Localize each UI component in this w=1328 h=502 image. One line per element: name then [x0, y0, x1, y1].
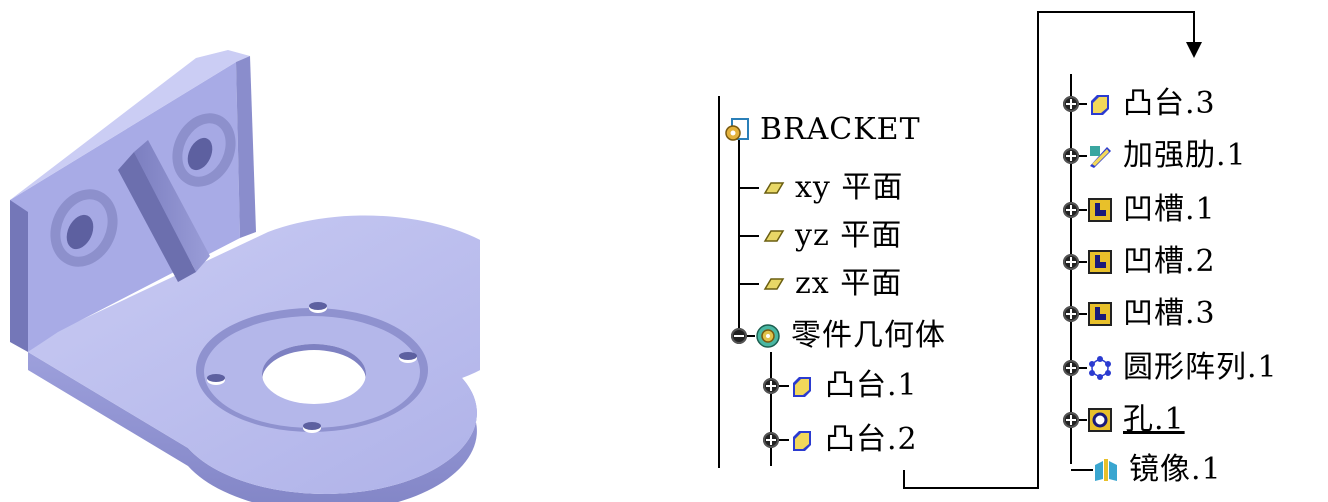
tree-connector	[1079, 313, 1087, 315]
tree-connector	[779, 439, 789, 441]
expand-toggle[interactable]	[1063, 412, 1079, 428]
tree-connector	[1079, 155, 1087, 157]
tree-item-feature[interactable]: 圆形阵列.1	[1063, 350, 1278, 386]
tree-root-label: BRACKET	[760, 112, 921, 147]
tree-item-feature[interactable]: 镜像.1	[1071, 452, 1222, 488]
tree-connector	[1079, 103, 1087, 105]
part-body-icon	[756, 324, 780, 348]
pocket-icon	[1088, 302, 1112, 326]
tree-item-feature[interactable]: 加强肋.1	[1063, 138, 1247, 174]
expand-toggle[interactable]	[1063, 306, 1079, 322]
pad-icon	[793, 431, 811, 451]
pad-icon	[793, 377, 811, 397]
tree-item-label: 孔.1	[1123, 402, 1185, 437]
mirror-icon	[1095, 459, 1117, 481]
expand-toggle[interactable]	[763, 378, 779, 394]
tree-item-label: 圆形阵列.1	[1123, 350, 1278, 385]
tree-connector	[1079, 419, 1087, 421]
tree-item-feature[interactable]: 凸台.2	[763, 422, 918, 458]
tree-item-label: yz 平面	[795, 218, 903, 253]
continuation-arrow	[903, 11, 1202, 489]
tree-item-label: zx 平面	[795, 266, 903, 301]
tree-item-feature[interactable]: 凹槽.3	[1063, 296, 1216, 332]
tree-item-plane[interactable]: xy 平面	[739, 170, 903, 206]
tree-body-line	[770, 352, 772, 466]
stiffener-icon	[1090, 146, 1111, 168]
tree-item-part-body[interactable]: 零件几何体	[731, 318, 946, 354]
expand-toggle[interactable]	[1063, 360, 1079, 376]
expand-toggle[interactable]	[763, 432, 779, 448]
tree-item-feature[interactable]: 凸台.3	[1063, 86, 1216, 122]
tree-item-label: 零件几何体	[791, 318, 946, 353]
tree-border-line	[718, 96, 720, 468]
tree-item-label: 凸台.2	[825, 422, 918, 457]
tree-item-label: xy 平面	[795, 170, 904, 205]
tree-item-label: 凹槽.2	[1123, 244, 1216, 279]
tree-connector	[747, 335, 755, 337]
tree-item-label: 凸台.3	[1123, 86, 1216, 121]
tree-item-label: 凸台.1	[825, 368, 918, 403]
expand-toggle[interactable]	[1063, 202, 1079, 218]
tree-item-label: 加强肋.1	[1123, 138, 1247, 173]
expand-toggle[interactable]	[1063, 96, 1079, 112]
tree-item-feature[interactable]: 凸台.1	[763, 368, 918, 404]
tree-item-label: 凹槽.1	[1123, 192, 1216, 227]
tree-connector	[739, 187, 759, 189]
tree-item-label: 凹槽.3	[1123, 296, 1216, 331]
expand-toggle[interactable]	[1063, 254, 1079, 270]
pad-icon	[1091, 95, 1109, 115]
expand-toggle[interactable]	[1063, 148, 1079, 164]
bracket-3d-model	[10, 50, 480, 502]
circular-pattern-icon	[1089, 356, 1111, 380]
part-document-icon	[725, 118, 749, 141]
tree-connector	[739, 235, 759, 237]
tree-item-label: 镜像.1	[1129, 452, 1222, 487]
collapse-toggle[interactable]	[731, 328, 747, 344]
hole-icon	[1088, 408, 1112, 432]
tree-item-feature[interactable]: 孔.1	[1063, 402, 1185, 438]
tree-root-node[interactable]: BRACKET	[724, 112, 921, 148]
plane-icon	[763, 230, 785, 242]
plane-icon	[763, 182, 785, 194]
tree-trunk-line	[738, 128, 740, 336]
tree-item-feature[interactable]: 凹槽.2	[1063, 244, 1216, 280]
plane-icon	[763, 278, 785, 290]
tree-item-plane[interactable]: zx 平面	[739, 266, 902, 302]
tree-item-feature[interactable]: 凹槽.1	[1063, 192, 1216, 228]
tree-connector	[1079, 261, 1087, 263]
tree-item-plane[interactable]: yz 平面	[739, 218, 902, 254]
tree-connector	[1079, 209, 1087, 211]
pocket-icon	[1088, 250, 1112, 274]
tree-connector	[1079, 367, 1087, 369]
tree-connector	[1071, 469, 1093, 471]
pocket-icon	[1088, 198, 1112, 222]
tree-connector	[779, 385, 789, 387]
tree-connector	[739, 283, 759, 285]
